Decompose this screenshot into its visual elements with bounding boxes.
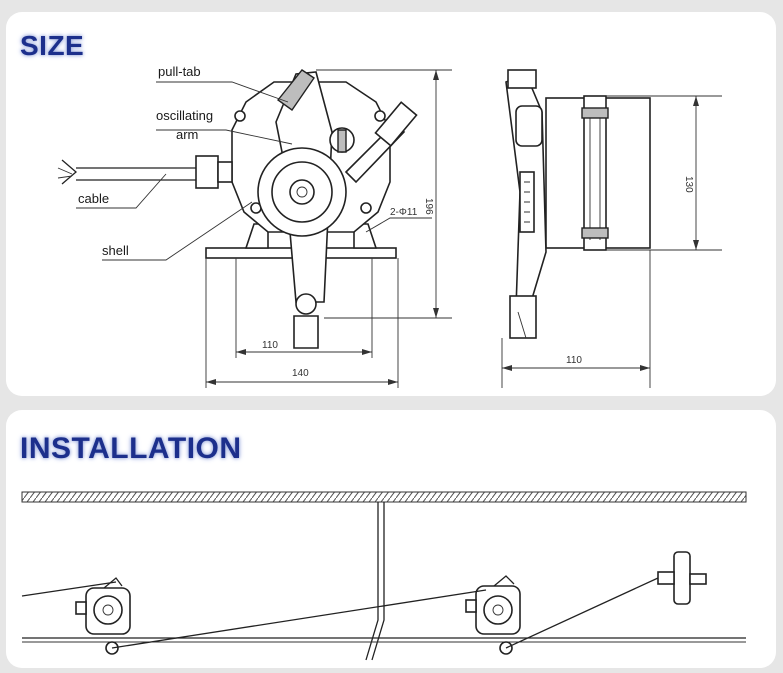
dim-196-label: 196	[423, 198, 434, 215]
side-top-roller	[507, 69, 537, 89]
flange-clamp-bottom	[581, 227, 609, 239]
hub-bore	[296, 186, 308, 198]
roller-bracket	[293, 315, 319, 349]
label-pull-tab: pull-tab	[158, 64, 201, 79]
switch-left	[75, 577, 131, 655]
lower-roller	[295, 293, 317, 315]
hole-spec-label: 2-Φ11	[390, 207, 418, 218]
ext-110	[235, 258, 373, 358]
installation-panel: INSTALLATION	[6, 410, 776, 668]
roller-pin	[517, 311, 527, 339]
cable-wires	[57, 167, 73, 179]
switch-middle	[465, 575, 521, 655]
gland-nut	[217, 161, 233, 183]
ext-110-side	[501, 250, 651, 388]
ext-140	[205, 258, 399, 388]
flange-ribs	[589, 108, 601, 240]
end-tensioner	[657, 551, 707, 605]
leader-arm	[156, 129, 293, 145]
leader-shell	[102, 201, 253, 261]
cable	[76, 167, 196, 181]
label-cable: cable	[78, 191, 109, 206]
ext-196	[316, 69, 452, 319]
shell-bolt	[360, 202, 372, 214]
leader-hole	[365, 217, 432, 233]
size-panel: SIZE	[6, 12, 776, 396]
installation-drawing	[21, 491, 747, 661]
pull-wire	[505, 577, 659, 649]
pull-wire	[111, 589, 487, 649]
pull-wire	[21, 581, 117, 597]
leader-cable	[76, 173, 167, 209]
label-oscillating: oscillating	[156, 108, 213, 123]
shell-bolt	[234, 110, 246, 122]
hub-nut	[289, 179, 315, 205]
dim-110-label: 110	[262, 340, 278, 351]
dim-140-label: 140	[292, 368, 309, 379]
size-drawing: 196 2-Φ11 110 140 pull-tab oscillating a…	[57, 64, 722, 388]
ext-130	[606, 95, 722, 251]
side-view: 130 110	[501, 69, 722, 388]
dim-130-label: 130	[683, 176, 694, 193]
installation-heading: INSTALLATION	[20, 432, 242, 465]
cam-key	[337, 129, 347, 153]
clamp-ribs	[524, 181, 530, 223]
label-shell: shell	[102, 243, 129, 258]
leader-pull-tab	[156, 81, 289, 103]
pull-tab	[276, 69, 315, 111]
cable-gland	[195, 155, 219, 189]
shell-bolt	[374, 110, 386, 122]
front-view: 196 2-Φ11 110 140 pull-tab oscillating a…	[57, 64, 452, 388]
dim-110-side-label: 110	[566, 355, 582, 366]
cable-end	[61, 159, 77, 185]
lever-knob	[374, 101, 418, 147]
size-heading: SIZE	[20, 30, 85, 61]
side-bottom-roller	[509, 295, 537, 339]
flange-clamp-top	[581, 107, 609, 119]
side-flange	[583, 95, 607, 251]
support-hanger	[365, 502, 379, 661]
support-hanger	[371, 502, 385, 661]
ceiling-beam	[21, 491, 747, 503]
side-hub	[515, 105, 543, 147]
label-arm: arm	[176, 127, 198, 142]
